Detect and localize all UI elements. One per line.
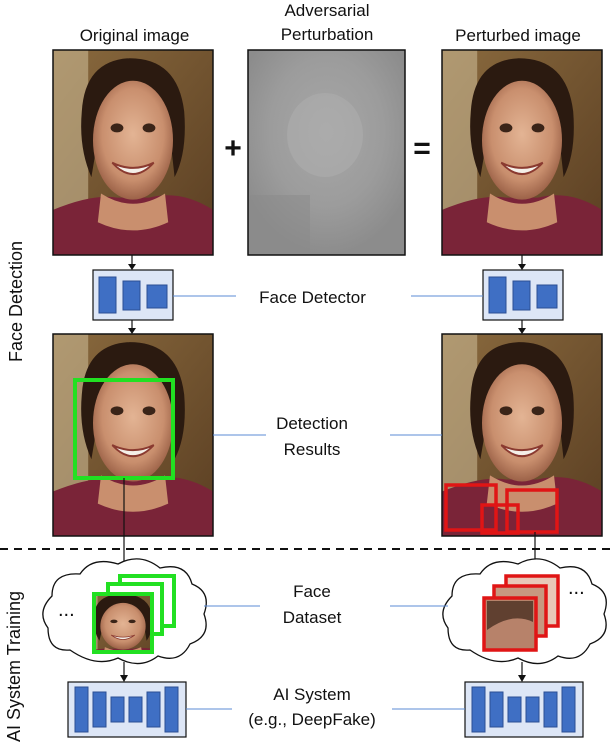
perturbation-header-line1: Adversarial (284, 1, 370, 20)
ai-system-left (67, 681, 187, 738)
red-detection-box (480, 503, 520, 535)
ellipsis-right: ... (568, 577, 585, 599)
arrow-original-to-detector (128, 255, 136, 270)
arrow-perturbed-to-detector (518, 255, 526, 270)
ai-system-label-line2: (e.g., DeepFake) (248, 710, 376, 729)
perturbed-image (441, 49, 603, 256)
detection-results-label-line2: Results (283, 440, 341, 459)
detection-result-perturbed (441, 333, 603, 537)
face-detector-left (92, 269, 174, 321)
detection-result-original (52, 333, 214, 537)
red-detection-box (505, 488, 559, 534)
detection-results-label-line1: Detection (276, 414, 348, 433)
face-detector-label: Face Detector (259, 288, 366, 307)
ai-system-right (464, 681, 584, 738)
arrow-detector-to-result-right (518, 320, 526, 334)
face-dataset-cloud-left: ... (42, 558, 207, 665)
arrow-dataset-to-ai-right (518, 662, 526, 682)
red-detection-box (444, 483, 498, 532)
arrow-detector-to-result-left (128, 320, 136, 334)
perturbation-header-line2: Perturbation (280, 25, 374, 44)
arrow-dataset-to-ai-left (120, 662, 128, 682)
adversarial-perturbation-image (247, 49, 406, 256)
original-image (52, 49, 214, 256)
original-image-header: Original image (79, 26, 190, 45)
face-detector-right (482, 269, 564, 321)
equals-operator: = (413, 132, 431, 165)
ai-system-label-line1: AI System (273, 685, 351, 704)
ellipsis-left: ... (58, 599, 75, 621)
perturbed-image-header: Perturbed image (455, 26, 581, 45)
face-dataset-label-line2: Dataset (282, 608, 342, 627)
plus-operator: + (224, 132, 242, 165)
face-dataset-cloud-right: ... (442, 558, 607, 665)
face-dataset-label-line1: Face (293, 582, 331, 601)
